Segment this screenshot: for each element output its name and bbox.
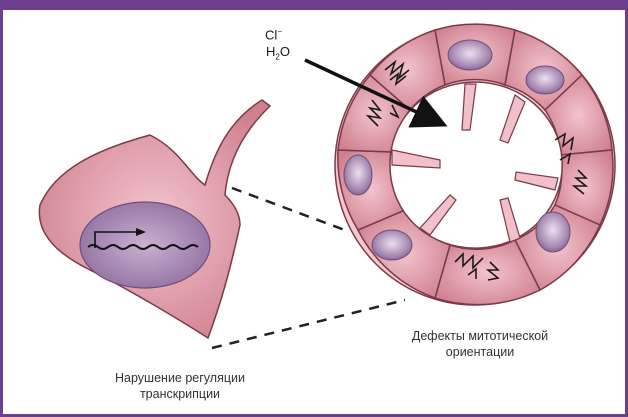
cyst-nucleus — [536, 212, 570, 252]
cyst — [335, 24, 615, 305]
chloride-ion-label: Cl− — [265, 24, 282, 42]
cyst-nucleus — [526, 66, 564, 94]
water-label: H2O — [266, 44, 290, 65]
mitotic-caption-line1: Дефекты митотической — [375, 328, 585, 344]
single-cell — [39, 100, 270, 338]
mitotic-caption: Дефекты митотической ориентации — [375, 328, 585, 360]
mitotic-caption-line2: ориентации — [375, 344, 585, 360]
transcription-caption: Нарушение регуляции транскрипции — [80, 370, 280, 402]
connector-upper — [232, 188, 350, 232]
cyst-nucleus — [448, 40, 492, 70]
transcription-caption-line2: транскрипции — [80, 386, 280, 402]
cyst-nucleus — [372, 230, 412, 260]
transcription-caption-line1: Нарушение регуляции — [80, 370, 280, 386]
cyst-nucleus — [344, 155, 372, 195]
